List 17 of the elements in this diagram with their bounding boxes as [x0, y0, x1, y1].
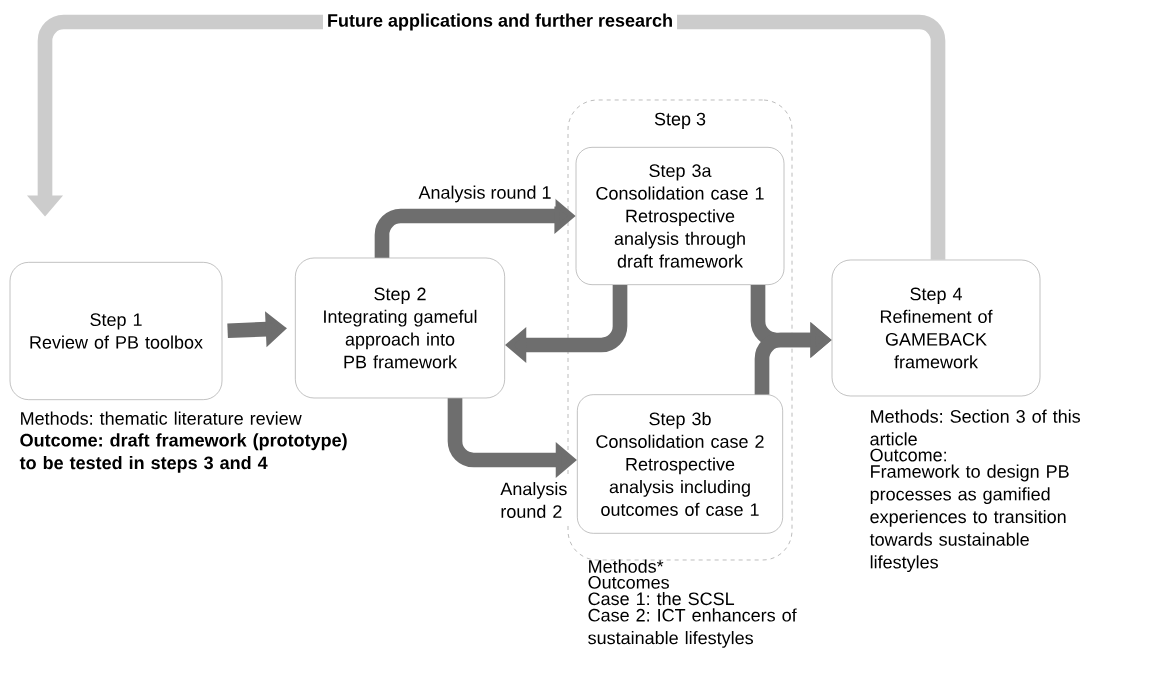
note-text: Methods*: [589, 559, 664, 573]
edge-label: Analysis round 1: [414, 181, 556, 207]
note-text: Case 2: ICT enhancers of sustainable lifestyles: [588, 608, 797, 648]
note-text: Methods: Section 3 of this article: [870, 409, 1081, 446]
note-text: Case 1: the SCSL: [588, 591, 735, 606]
edge-label: Future applications and further research: [322, 9, 678, 35]
note-text: Methods: thematic literature review: [21, 411, 302, 425]
note-text: Outcome: draft framework (prototype) to be tested in steps 3 and 4: [19, 433, 347, 473]
note-text: Framework to design PB processes as gamified experiences to transition towards sustainable lifestyles: [869, 464, 1069, 573]
step-box: Step 4 Refinement of GAMEBACK framework: [831, 259, 1041, 397]
note-text: Outcomes: [588, 576, 669, 589]
edge-label: Analysis round 2: [496, 478, 574, 522]
step-box: Step 3b Consolidation case 2 Retrospective analysis including outcomes of case 1: [577, 394, 783, 534]
step-box: Step 1 Review of PB toolbox: [9, 262, 223, 400]
step-box: Step 2 Integrating gameful approach into PB framework: [295, 257, 505, 399]
note-text: Outcome:: [870, 448, 946, 462]
step-box: Step 3a Consolidation case 1 Retrospective analysis through draft framework: [575, 147, 785, 285]
